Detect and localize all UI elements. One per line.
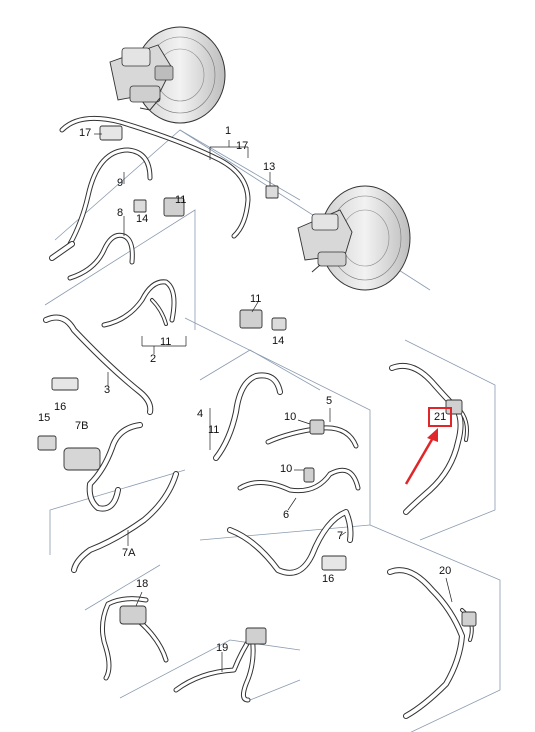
- callout-label: 13: [263, 161, 276, 173]
- brake-booster-lower: [297, 185, 411, 291]
- callout-label: 18: [136, 578, 149, 590]
- callout-label: 19: [216, 642, 229, 654]
- callout-label: 14: [136, 213, 149, 225]
- callout-label: 4: [197, 408, 204, 420]
- callout-label: 11: [208, 424, 220, 436]
- callout-label: 5: [326, 395, 333, 407]
- callout-label: 8: [117, 207, 124, 219]
- callout-label: 16: [54, 401, 67, 413]
- callout-label: 17: [236, 140, 249, 152]
- callout-label-highlighted: 21: [434, 411, 447, 423]
- callout-label: 20: [439, 565, 452, 577]
- callout-label: 11: [175, 194, 187, 206]
- callout-label: 9: [117, 177, 124, 189]
- callout-label: 10: [284, 411, 297, 423]
- callout-label: 7A: [122, 547, 136, 559]
- callout-label: 6: [283, 509, 290, 521]
- callout-label: 17: [79, 127, 92, 139]
- callout-label: 11: [160, 336, 172, 348]
- callout-label: 7B: [75, 420, 89, 432]
- hoses: [43, 115, 474, 719]
- callout-label: 14: [272, 335, 285, 347]
- brake-booster-upper: [109, 26, 226, 124]
- callout-label: 2: [150, 353, 157, 365]
- highlight-arrow: [404, 428, 438, 485]
- highlight-box: [428, 407, 452, 427]
- callout-label: 11: [250, 293, 262, 305]
- assembly-frames: [44, 129, 501, 732]
- callout-label: 16: [322, 573, 335, 585]
- components: [37, 125, 477, 645]
- callout-label: 7: [337, 530, 344, 542]
- callout-label: 1: [225, 125, 232, 137]
- leader-lines: [94, 133, 453, 672]
- callout-label: 10: [280, 463, 293, 475]
- callout-label: 3: [104, 384, 111, 396]
- callout-label: 15: [38, 412, 51, 424]
